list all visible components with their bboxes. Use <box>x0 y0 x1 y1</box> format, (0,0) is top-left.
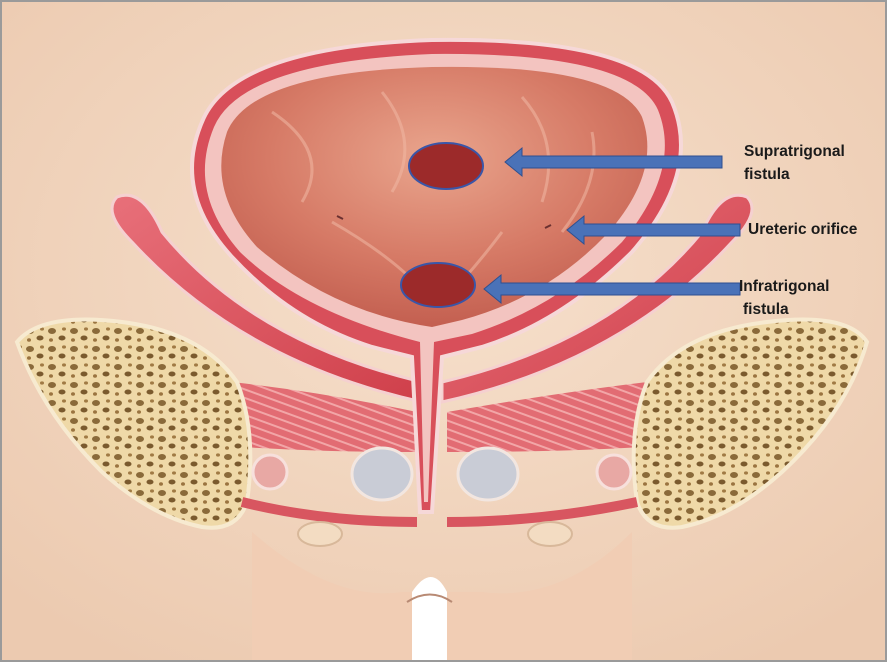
urethral-opening <box>412 577 447 662</box>
label-line-1: Supratrigonal <box>744 140 845 163</box>
supratrigonal-fistula-marker <box>409 143 483 189</box>
label-line-1: Ureteric orifice <box>748 218 857 241</box>
ureteric-orifice-label: Ureteric orifice <box>748 218 857 241</box>
label-line-2: fistula <box>744 163 845 186</box>
supratrigonal-fistula-label: Supratrigonal fistula <box>744 140 845 186</box>
label-line-1: Infratrigonal <box>739 275 829 298</box>
label-line-2: fistula <box>739 298 829 321</box>
infratrigonal-fistula-marker <box>401 263 475 307</box>
infratrigonal-fistula-label: Infratrigonal fistula <box>739 275 829 321</box>
